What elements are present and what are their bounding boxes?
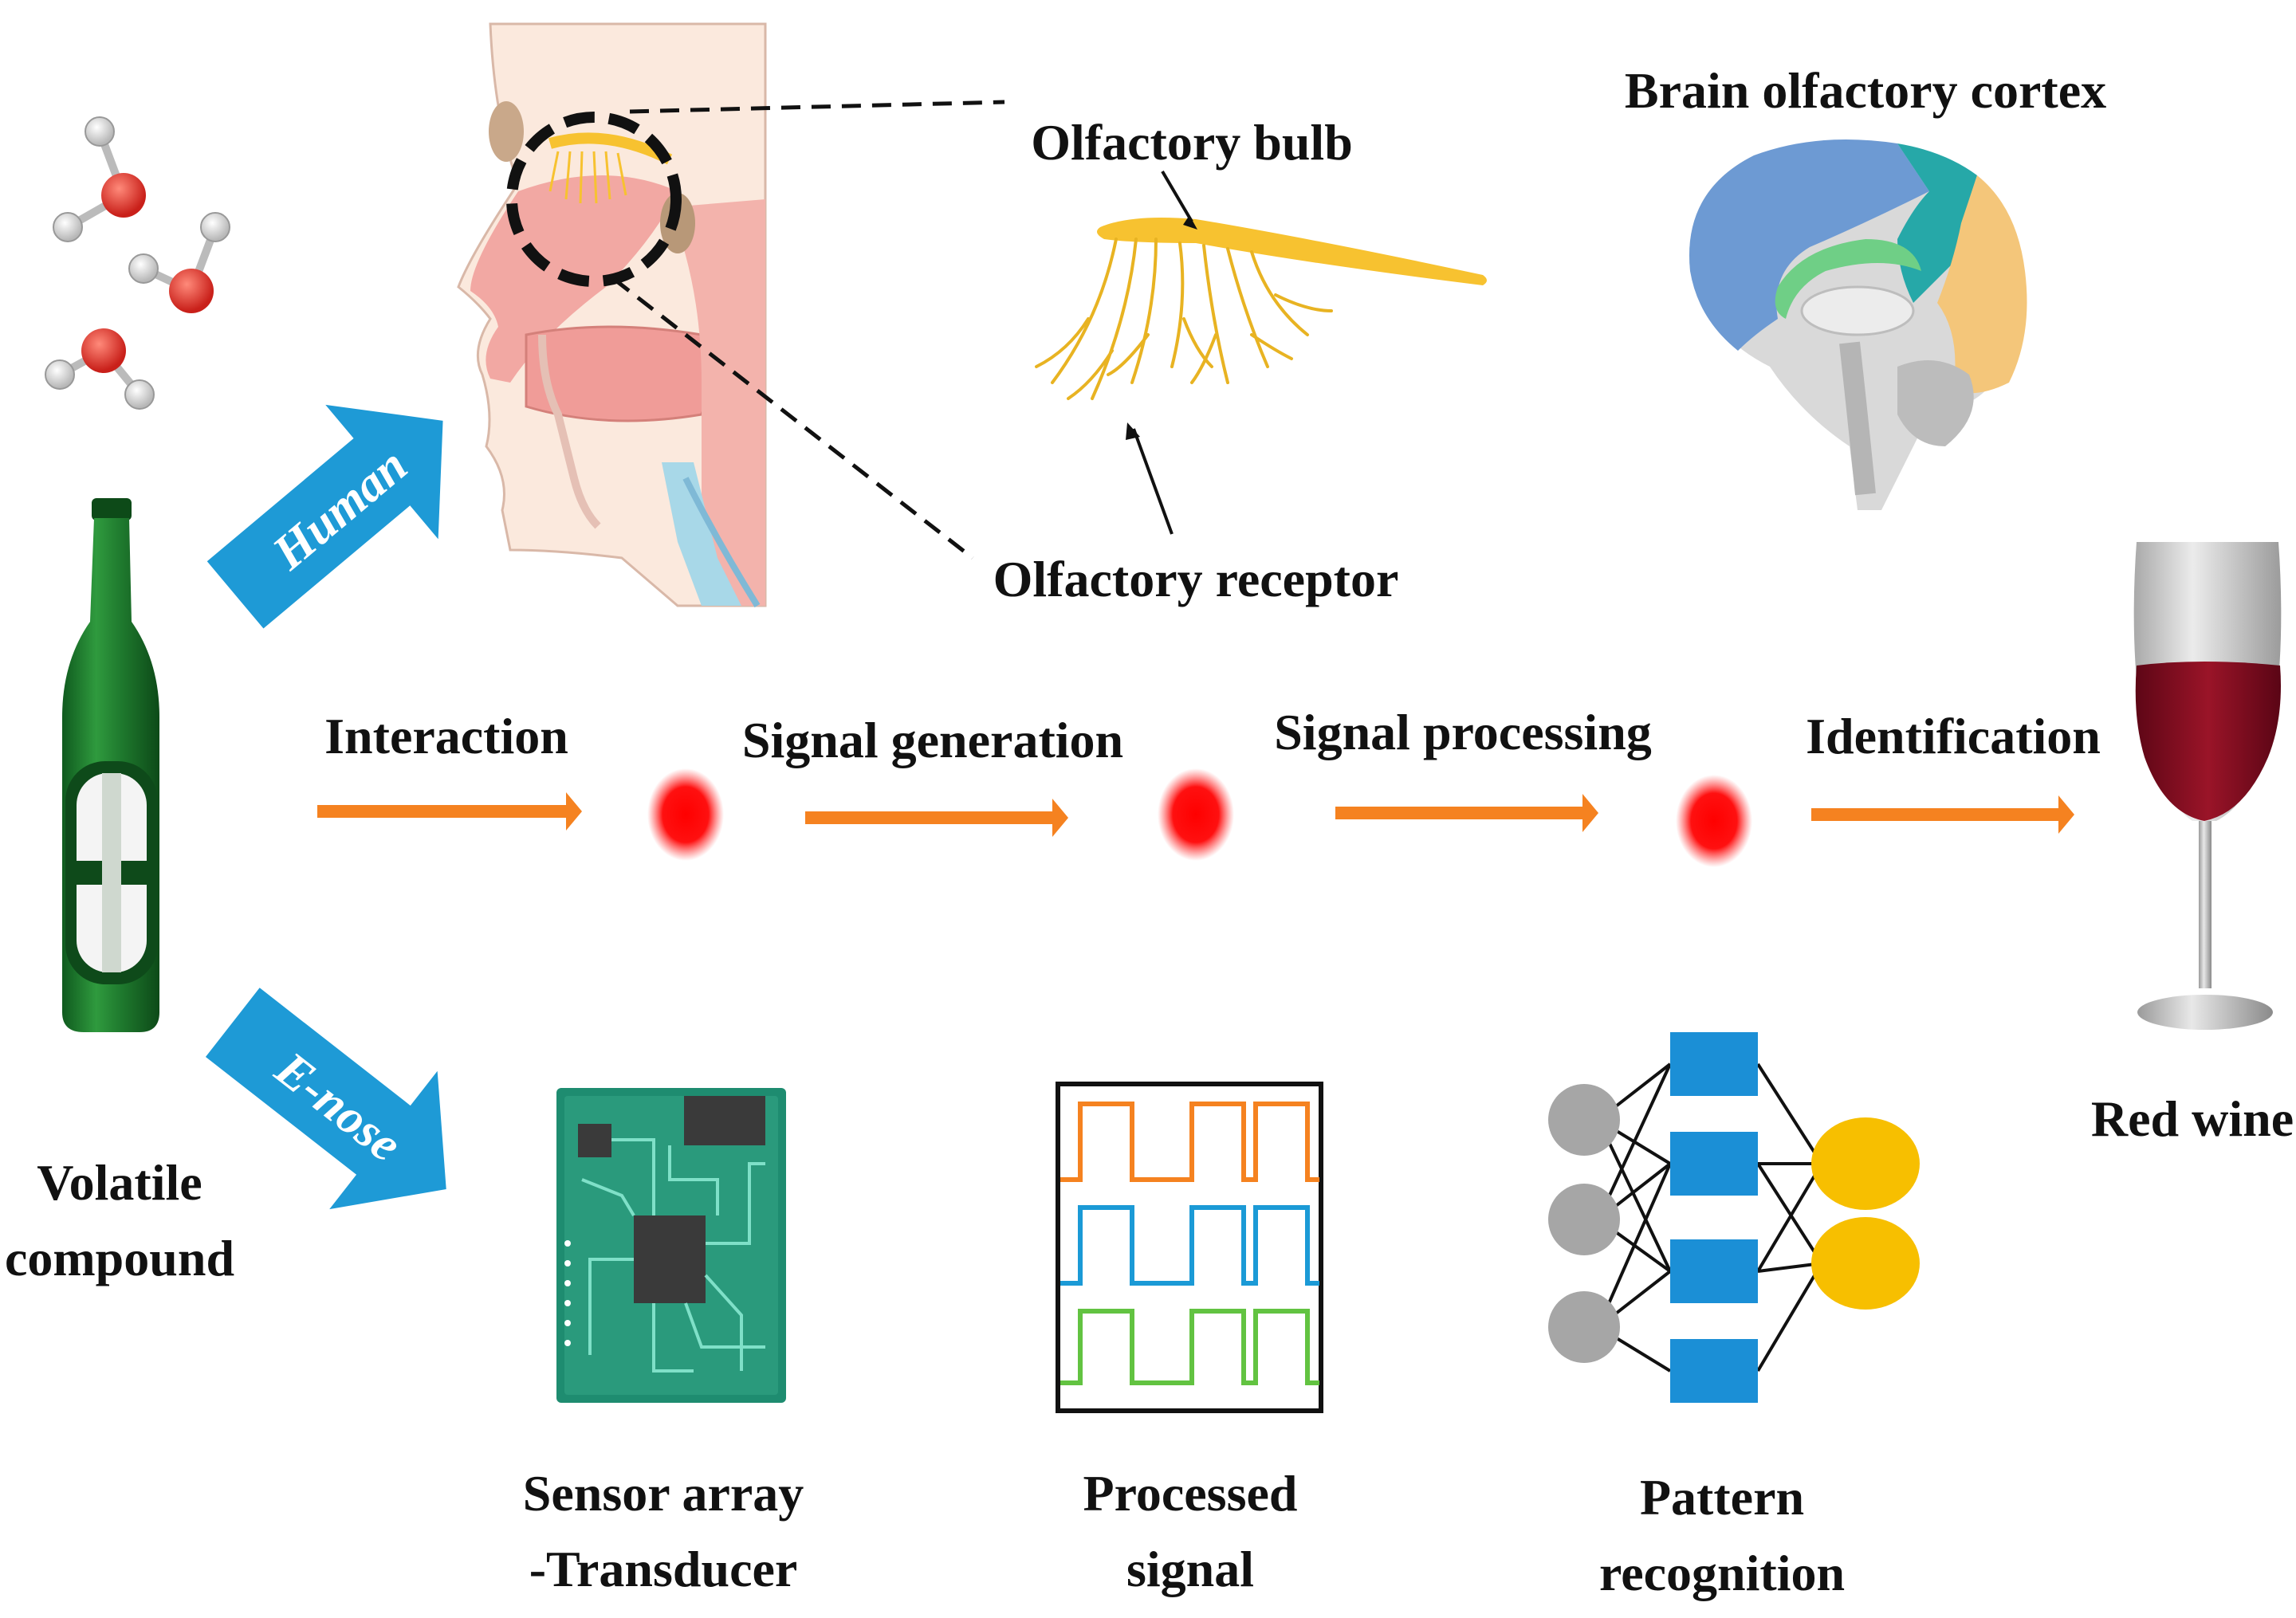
pattern-recognition-line2: recognition bbox=[1599, 1545, 1845, 1601]
receptor-pointer bbox=[1132, 428, 1174, 535]
head-section-icon bbox=[457, 22, 767, 608]
volatile-compound-line1: Volatile bbox=[37, 1154, 202, 1211]
water-molecule-icon bbox=[45, 328, 155, 410]
enose-pathway-arrow: E-nose bbox=[205, 988, 446, 1210]
processed-signal-line1: Processed bbox=[1083, 1465, 1298, 1522]
red-wine-label: Red wine bbox=[2091, 1090, 2294, 1147]
olfactory-bulb-label: Olfactory bulb bbox=[1031, 114, 1353, 171]
olfactory-bulb-icon bbox=[1035, 217, 1487, 400]
square-wave-icon bbox=[1056, 1082, 1323, 1413]
step-dot-3 bbox=[1676, 775, 1752, 867]
step-dot-2 bbox=[1158, 768, 1234, 861]
step-dot-1 bbox=[647, 768, 724, 861]
brain-cortex-label: Brain olfactory cortex bbox=[1625, 62, 2106, 119]
sensor-array-line2: -Transducer bbox=[529, 1541, 798, 1597]
pattern-recognition-line1: Pattern bbox=[1640, 1469, 1804, 1526]
water-molecules bbox=[45, 116, 230, 410]
olfactory-receptor-label: Olfactory receptor bbox=[993, 551, 1399, 607]
zoom-leader-bottom bbox=[612, 277, 974, 560]
step-label-signal-processing: Signal processing bbox=[1274, 704, 1652, 760]
water-molecule-icon bbox=[53, 116, 146, 242]
sensor-chip-icon bbox=[556, 1088, 786, 1403]
zoom-leader-top bbox=[629, 100, 1005, 114]
human-pathway-arrow: Human bbox=[206, 404, 443, 629]
sensor-array-line1: Sensor array bbox=[523, 1465, 804, 1522]
step-label-signal-generation: Signal generation bbox=[742, 712, 1123, 768]
water-molecule-icon bbox=[128, 212, 230, 313]
wine-glass-icon bbox=[2133, 542, 2282, 1030]
step-arrows bbox=[317, 792, 2074, 837]
processed-signal-line2: signal bbox=[1126, 1541, 1254, 1597]
brain-icon bbox=[1689, 139, 2027, 510]
step-label-interaction: Interaction bbox=[324, 708, 568, 764]
step-label-identification: Identification bbox=[1806, 708, 2101, 764]
beer-bottle-icon bbox=[62, 498, 159, 1032]
bulb-pointer bbox=[1161, 170, 1193, 223]
neural-network-icon bbox=[1548, 1032, 1920, 1403]
volatile-compound-line2: compound bbox=[5, 1230, 234, 1286]
